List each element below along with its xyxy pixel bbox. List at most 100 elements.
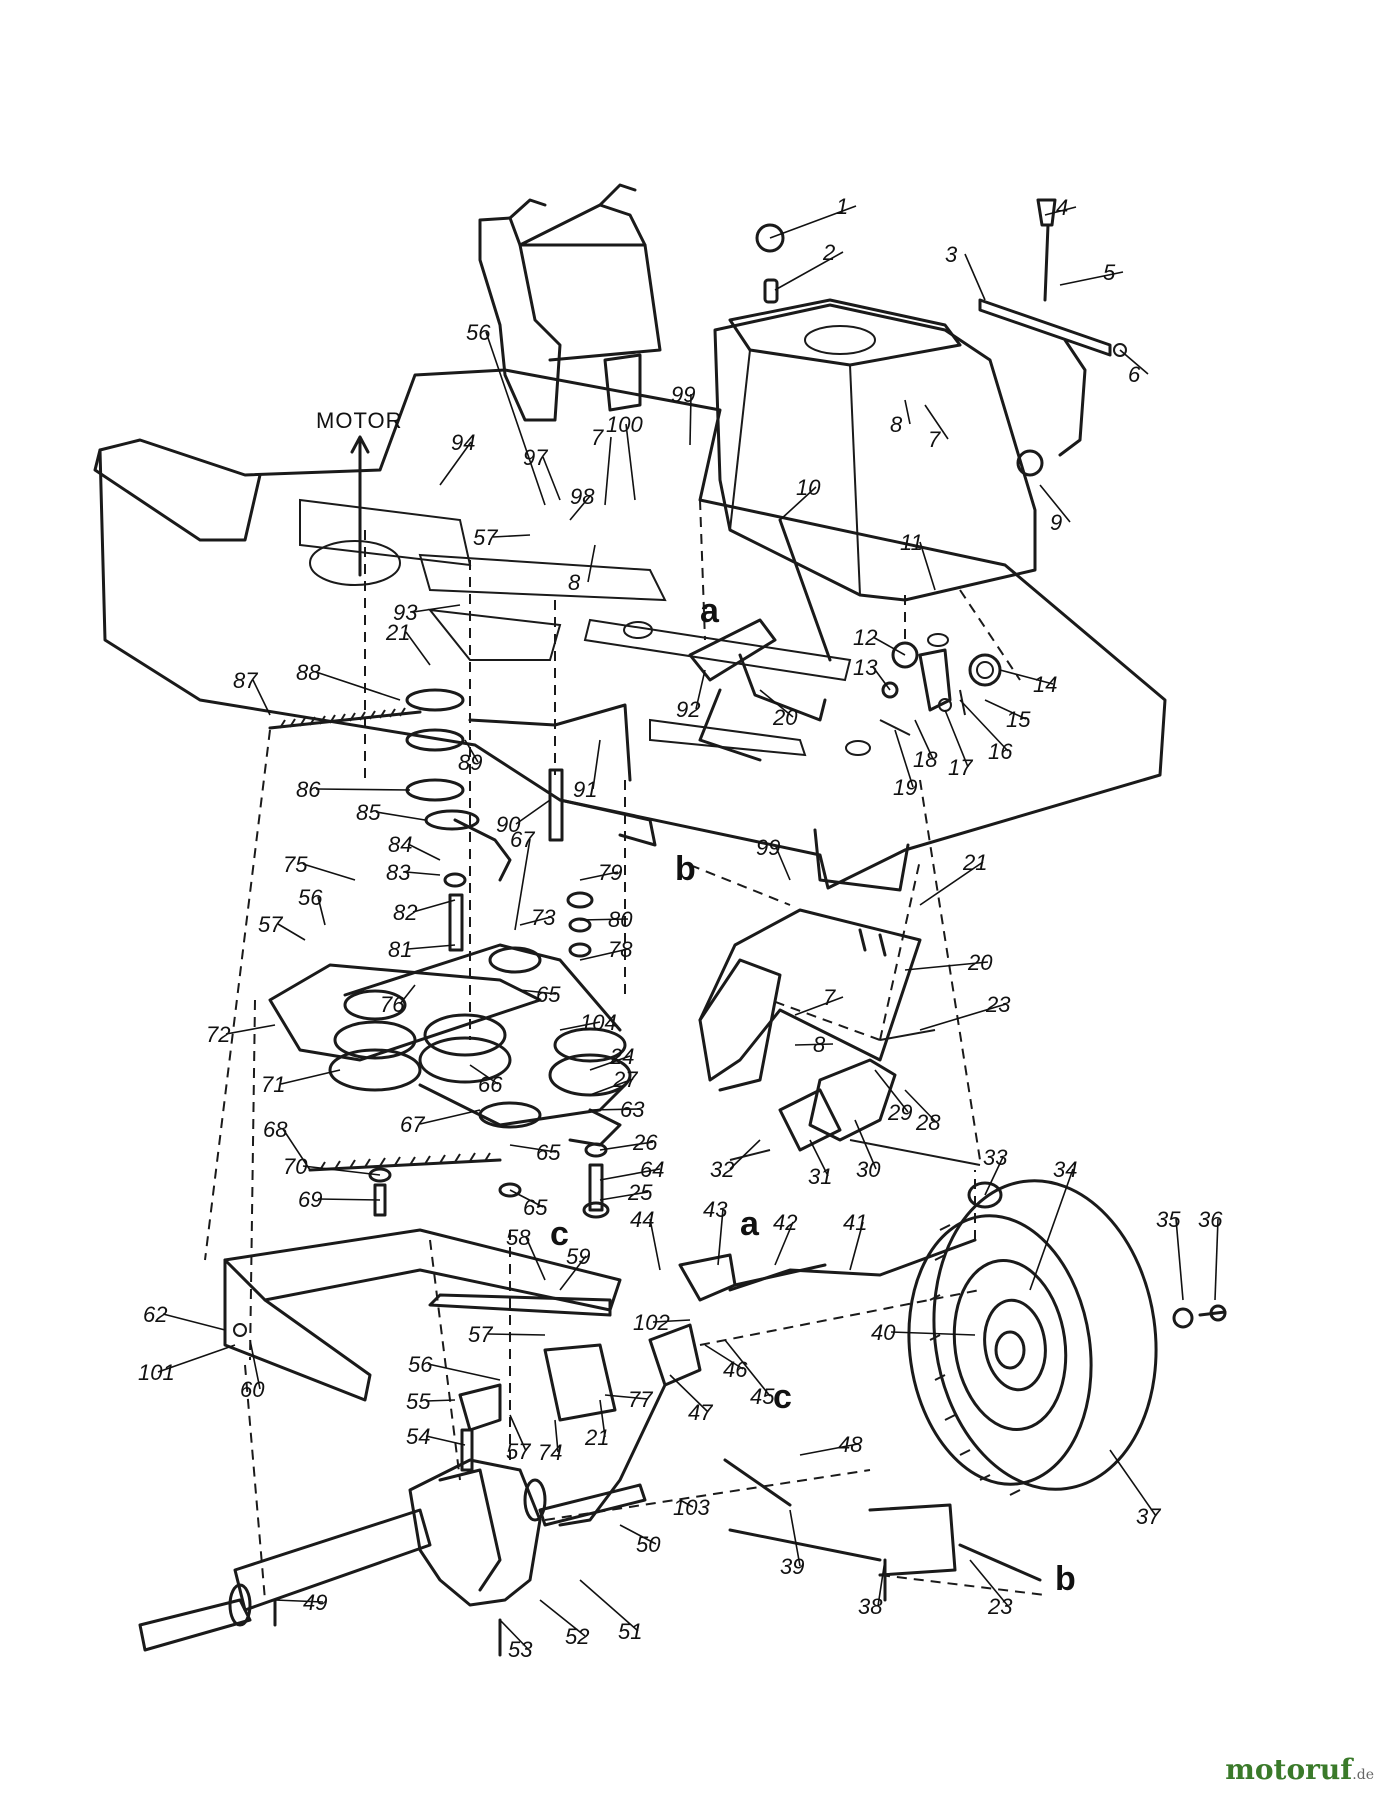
leader-line-c3 (964, 253, 986, 301)
callout-c19: 19 (893, 775, 917, 800)
callout-c67b: 67 (400, 1112, 425, 1137)
leader-line-c7 (924, 404, 949, 440)
callout-c28: 28 (915, 1110, 941, 1135)
callout-c52: 52 (565, 1624, 589, 1649)
callout-c4: 4 (1056, 195, 1068, 220)
callout-c5: 5 (1103, 260, 1116, 285)
callout-c104: 104 (580, 1010, 617, 1035)
callout-c20a: 20 (772, 705, 798, 730)
leader-line-c89 (464, 739, 479, 763)
leader-line-c20b (904, 961, 989, 971)
callout-c36: 36 (1198, 1207, 1223, 1232)
leader-line-c8c (794, 1043, 834, 1046)
callout-c65c: 65 (523, 1195, 548, 1220)
leader-line-c15 (984, 699, 1027, 720)
leader-line-c20a (759, 689, 794, 718)
leader-line-c43 (717, 1208, 724, 1266)
leader-line-c57c (487, 1333, 546, 1336)
leader-line-c21c (599, 1399, 606, 1438)
leader-line-c18 (914, 719, 934, 760)
callout-c42: 42 (773, 1210, 797, 1235)
leader-line-c25 (599, 1191, 649, 1201)
callout-c57a: 57 (473, 525, 498, 550)
leader-line-c34 (1029, 1168, 1074, 1291)
callout-c31: 31 (808, 1164, 832, 1189)
transaxle (138, 1428, 647, 1657)
leader-line-c79 (579, 871, 619, 881)
seat-bracket (478, 183, 662, 422)
leader-line-c99b (775, 846, 791, 881)
callout-c83: 83 (386, 860, 411, 885)
leader-line-c2 (774, 251, 844, 291)
leader-line-c21a (405, 631, 431, 666)
motor-label: MOTOR (316, 408, 402, 433)
callout-c45: 45 (750, 1384, 775, 1409)
leader-line-c80 (579, 918, 629, 921)
callout-c46: 46 (723, 1357, 748, 1382)
callout-c66: 66 (478, 1072, 503, 1097)
callout-c26: 26 (632, 1130, 658, 1155)
callout-c75: 75 (283, 852, 308, 877)
leader-line-c68 (282, 1128, 311, 1171)
brake-linkage-parts (879, 641, 1002, 736)
watermark: motoruf.de (1225, 1753, 1374, 1786)
callout-c8b: 8 (568, 570, 581, 595)
callout-c41: 41 (843, 1210, 867, 1235)
callout-c27: 27 (612, 1067, 638, 1092)
callout-c98: 98 (570, 484, 595, 509)
leader-line-c50 (619, 1524, 657, 1545)
callout-c50: 50 (636, 1532, 661, 1557)
leader-line-c37 (1109, 1449, 1157, 1517)
leader-line-c82 (412, 899, 456, 913)
leader-line-c7c (794, 996, 844, 1016)
callout-c37: 37 (1136, 1504, 1161, 1529)
callout-c21b: 21 (962, 850, 987, 875)
callout-c57c: 57 (468, 1322, 493, 1347)
leader-line-c10 (779, 486, 817, 521)
callout-c69: 69 (298, 1187, 322, 1212)
brake-pedal (688, 518, 832, 762)
callout-c56a: 56 (466, 320, 491, 345)
leader-line-c48 (799, 1443, 859, 1456)
callout-c10: 10 (796, 475, 821, 500)
throttle-knob-linkage (755, 198, 1127, 477)
leader-line-c77 (604, 1394, 649, 1400)
callout-c3: 3 (945, 242, 958, 267)
leader-line-c28 (904, 1089, 937, 1123)
leader-line-c36 (1214, 1218, 1219, 1301)
callout-c8: 8 (890, 412, 903, 437)
callout-c67a: 67 (510, 827, 535, 852)
callout-c71: 71 (261, 1072, 285, 1097)
callout-c68: 68 (263, 1117, 288, 1142)
letter-ref-lb2: b (1055, 1560, 1076, 1598)
callout-c32: 32 (710, 1157, 734, 1182)
callout-c56b: 56 (298, 885, 323, 910)
callout-c47: 47 (688, 1400, 713, 1425)
callout-c21c: 21 (584, 1425, 609, 1450)
leader-line-c46 (704, 1344, 744, 1370)
callout-c62: 62 (143, 1302, 167, 1327)
leader-line-c12 (872, 636, 906, 656)
leader-line-c60 (249, 1339, 261, 1390)
letter-ref-lc1: c (550, 1215, 569, 1253)
callout-c91: 91 (573, 777, 597, 802)
callout-c93: 93 (393, 600, 418, 625)
leader-line-c65b (509, 1144, 557, 1153)
leader-line-c27 (589, 1078, 634, 1096)
callout-c53: 53 (508, 1637, 533, 1662)
leader-line-c23b (969, 1559, 1009, 1607)
callout-c90: 90 (496, 812, 521, 837)
callout-c40: 40 (871, 1320, 896, 1345)
callout-c99a: 99 (671, 382, 695, 407)
leader-line-c103 (679, 1499, 694, 1508)
callout-c85: 85 (356, 800, 381, 825)
leader-line-c65c (509, 1189, 544, 1208)
callout-c59: 59 (566, 1244, 590, 1269)
callout-c80: 80 (608, 907, 633, 932)
leader-line-c44 (649, 1218, 661, 1271)
leader-line-c13 (872, 666, 891, 691)
callout-c25: 25 (627, 1180, 653, 1205)
callout-c92: 92 (676, 697, 700, 722)
